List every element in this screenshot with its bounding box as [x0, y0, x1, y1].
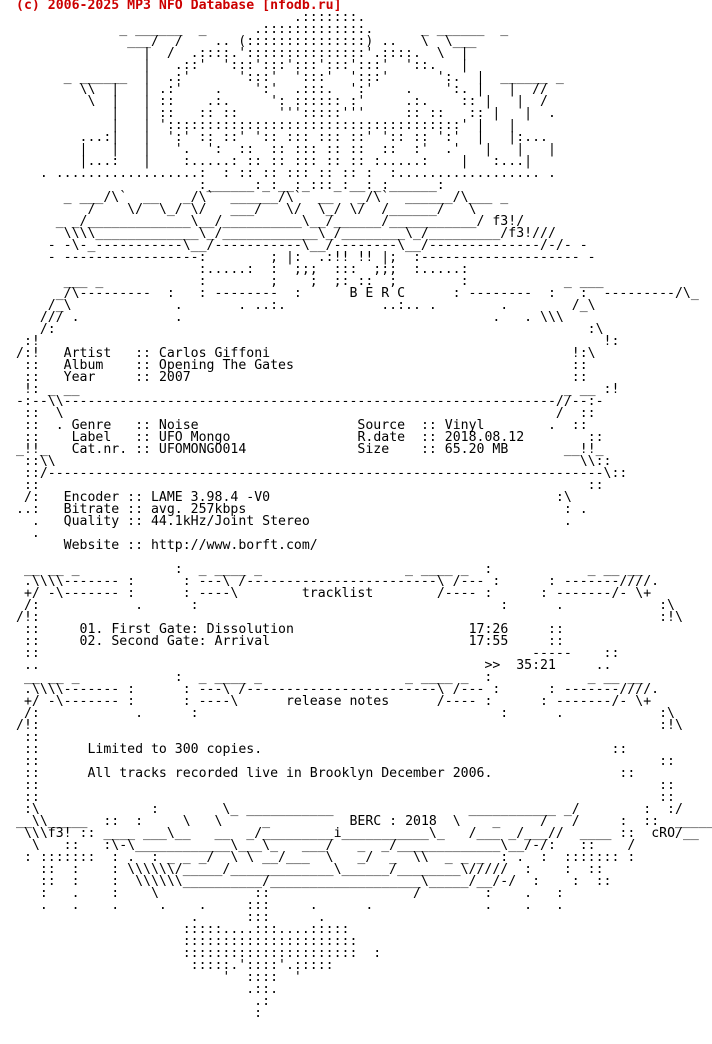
- size-value: 65.20 MB: [444, 442, 509, 457]
- encoder-label: Encoder: [63, 490, 120, 505]
- track-2-time: 17:55: [468, 634, 509, 649]
- quality-label: Quality: [63, 514, 120, 529]
- source-value: Vinyl: [444, 418, 485, 433]
- rdate-label: R.date: [357, 430, 406, 445]
- album-label: Album: [63, 358, 104, 373]
- rdate-value: 2018.08.12: [444, 430, 525, 445]
- footer-group: BERC: [349, 814, 382, 829]
- album-value: Opening The Gates: [158, 358, 294, 373]
- artist-value: Carlos Giffoni: [158, 346, 271, 361]
- total-time: 35:21: [516, 658, 556, 673]
- tracklist-separator: -----: [532, 646, 572, 661]
- size-label: Size: [357, 442, 390, 457]
- logo-art: .:::::::. _ ______ _ .:::::::::::::. _ _…: [39, 10, 699, 337]
- track-1-title: First Gate: Dissolution: [111, 622, 294, 637]
- catnr-label: Cat.nr.: [71, 442, 128, 457]
- website-value: http://www.borft.com/: [150, 538, 318, 553]
- notes-line-2: All tracks recorded live in Brooklyn Dec…: [87, 766, 493, 781]
- footer-year: 2018: [405, 814, 437, 829]
- nfodb-header: (c) 2006-2025 MP3 NFO Database [nfodb.ru…: [16, 0, 342, 13]
- genre-value: Noise: [158, 418, 199, 433]
- notes-line-1: Limited to 300 copies.: [87, 742, 263, 757]
- label-value: UFO Mongo: [158, 430, 231, 445]
- year-value: 2007: [158, 370, 191, 385]
- track-1-time: 17:26: [468, 622, 509, 637]
- track-2-title: Second Gate: Arrival: [111, 634, 271, 649]
- tracklist-title: tracklist: [301, 586, 374, 601]
- footer-tag-left: f3!: [47, 826, 72, 841]
- genre-label: Genre: [71, 418, 112, 433]
- encoder-value: LAME 3.98.4 -V0: [150, 490, 271, 505]
- bitrate-label: Bitrate: [63, 502, 120, 517]
- bitrate-value: avg. 257kbps: [150, 502, 247, 517]
- track-2-num: 02.: [79, 634, 104, 649]
- website-label: Website: [63, 538, 120, 553]
- track-1-num: 01.: [79, 622, 104, 637]
- source-label: Source: [357, 418, 406, 433]
- quality-value: 44.1kHz/Joint Stereo: [150, 514, 310, 529]
- artist-label: Artist: [63, 346, 112, 361]
- catnr-value: UFOMONGO014: [158, 442, 247, 457]
- total-marker: >>: [484, 658, 501, 673]
- label-label: Label: [71, 430, 112, 445]
- year-label: Year: [63, 370, 96, 385]
- nfo-document: (c) 2006-2025 MP3 NFO Database [nfodb.ru…: [16, 0, 712, 1021]
- notes-title: release notes: [285, 694, 390, 709]
- footer-tag-right: cRO: [651, 826, 676, 841]
